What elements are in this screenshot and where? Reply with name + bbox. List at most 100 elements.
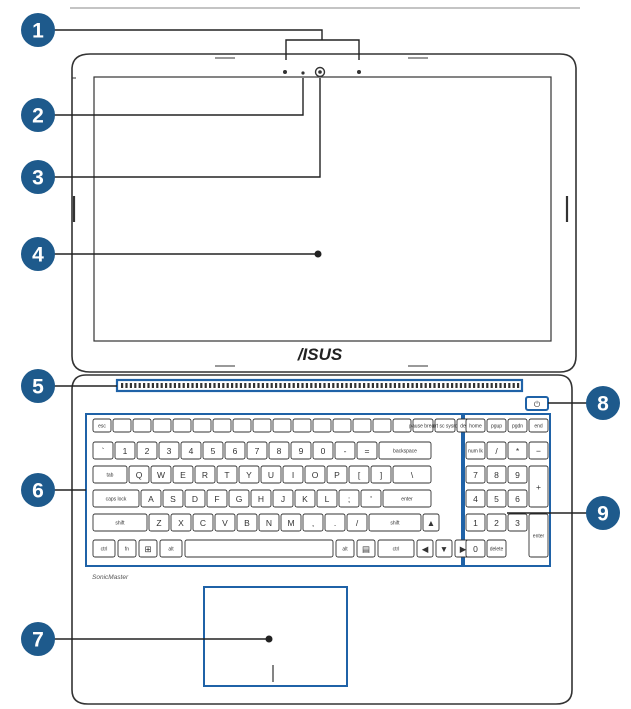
vent-slot (305, 383, 308, 388)
key (192, 418, 212, 433)
key: B (236, 513, 258, 532)
vent-slot (257, 383, 260, 388)
key-label: . (334, 518, 336, 528)
key-label: 9 (299, 446, 304, 456)
numpad-key-label: end (534, 424, 543, 430)
numpad-key-label: home (469, 424, 482, 430)
vent-slot (239, 383, 242, 388)
vent-slot (138, 383, 141, 388)
key-label: ▲ (427, 518, 435, 528)
vent-slot (231, 383, 234, 388)
vent-slot (385, 383, 388, 388)
vent-slot (433, 383, 436, 388)
brand-logo: /ISUS (297, 345, 343, 364)
key (292, 418, 312, 433)
key-label: D (192, 494, 198, 504)
display-lid (71, 53, 577, 373)
numpad-key: pgdn (507, 418, 528, 433)
key (132, 418, 152, 433)
numpad-key: 4 (465, 489, 486, 508)
vent-slot (407, 383, 410, 388)
vent-slot (451, 383, 454, 388)
display-panel (93, 76, 552, 342)
numpad-key: 1 (465, 513, 486, 532)
vent-slot (173, 383, 176, 388)
numpad-key: 0 (465, 539, 486, 558)
key: backspace (378, 441, 432, 460)
key-label: ◀ (422, 544, 429, 554)
key-label: backspace (393, 449, 417, 455)
numpad-key: delete (486, 539, 507, 558)
numpad-key-label: / (495, 446, 498, 456)
vent-slot (178, 383, 181, 388)
callout-1-microphone-array: 1 (21, 13, 55, 47)
numpad-key: num lk (465, 441, 486, 460)
vent-slot (156, 383, 159, 388)
key: tab (92, 465, 128, 484)
callout-8-power-button: 8 (586, 386, 620, 420)
key: O (304, 465, 326, 484)
key: H (250, 489, 272, 508)
numpad-key-label: 1 (473, 518, 478, 528)
vent-slot (182, 383, 185, 388)
key-label: W (157, 470, 165, 480)
key-label: I (292, 470, 294, 480)
numpad-key-label: * (516, 446, 520, 456)
vent-slot (275, 383, 278, 388)
vent-slot (358, 383, 361, 388)
key: M (280, 513, 302, 532)
vent-slot (125, 383, 128, 388)
key: 5 (202, 441, 224, 460)
numpad-key-label: − (536, 446, 541, 456)
vent-slot (411, 383, 414, 388)
numpad-key-label: 4 (473, 494, 478, 504)
vent-slot (486, 383, 489, 388)
key: ; (338, 489, 360, 508)
vent-slot (398, 383, 401, 388)
vent-slot (169, 383, 172, 388)
key: alt (335, 539, 355, 558)
key-label: E (180, 470, 186, 480)
vent-slot (490, 383, 493, 388)
vent-slot (371, 383, 374, 388)
key-label: Z (156, 518, 161, 528)
key-label: M (287, 518, 294, 528)
vent-slot (121, 383, 124, 388)
vent-slot (376, 383, 379, 388)
vent-slot (341, 383, 344, 388)
callout-number: 9 (597, 503, 609, 526)
numpad-key-label: enter (533, 534, 545, 540)
vent-slot (248, 383, 251, 388)
vent-slot (147, 383, 150, 388)
callout-9-numeric-keypad: 9 (586, 496, 620, 530)
key-label: ⊞ (144, 544, 151, 554)
key-label: H (258, 494, 264, 504)
vent-slot (165, 383, 168, 388)
key-label: V (222, 518, 228, 528)
vent-slot (327, 383, 330, 388)
key (184, 539, 334, 558)
numpad-key-label: 0 (473, 544, 478, 554)
key: caps lock (92, 489, 140, 508)
numpad-key: 9 (507, 465, 528, 484)
key-label: C (200, 518, 206, 528)
vent-slot (503, 383, 506, 388)
key-label: 6 (233, 446, 238, 456)
key: N (258, 513, 280, 532)
vent-slot (402, 383, 405, 388)
key: ⊞ (138, 539, 158, 558)
key-label: tab (107, 473, 114, 479)
key: enter (382, 489, 432, 508)
key-label: ▤ (362, 544, 370, 554)
vent-slot (217, 383, 220, 388)
power-icon: ⏻ (534, 400, 541, 409)
key: shift (92, 513, 148, 532)
vent-slot (187, 383, 190, 388)
callout-number: 4 (32, 244, 44, 267)
key: ◀ (416, 539, 434, 558)
vent-slot (235, 383, 238, 388)
callout-number: 1 (32, 20, 44, 43)
key: ` (92, 441, 114, 460)
key-label: S (170, 494, 176, 504)
